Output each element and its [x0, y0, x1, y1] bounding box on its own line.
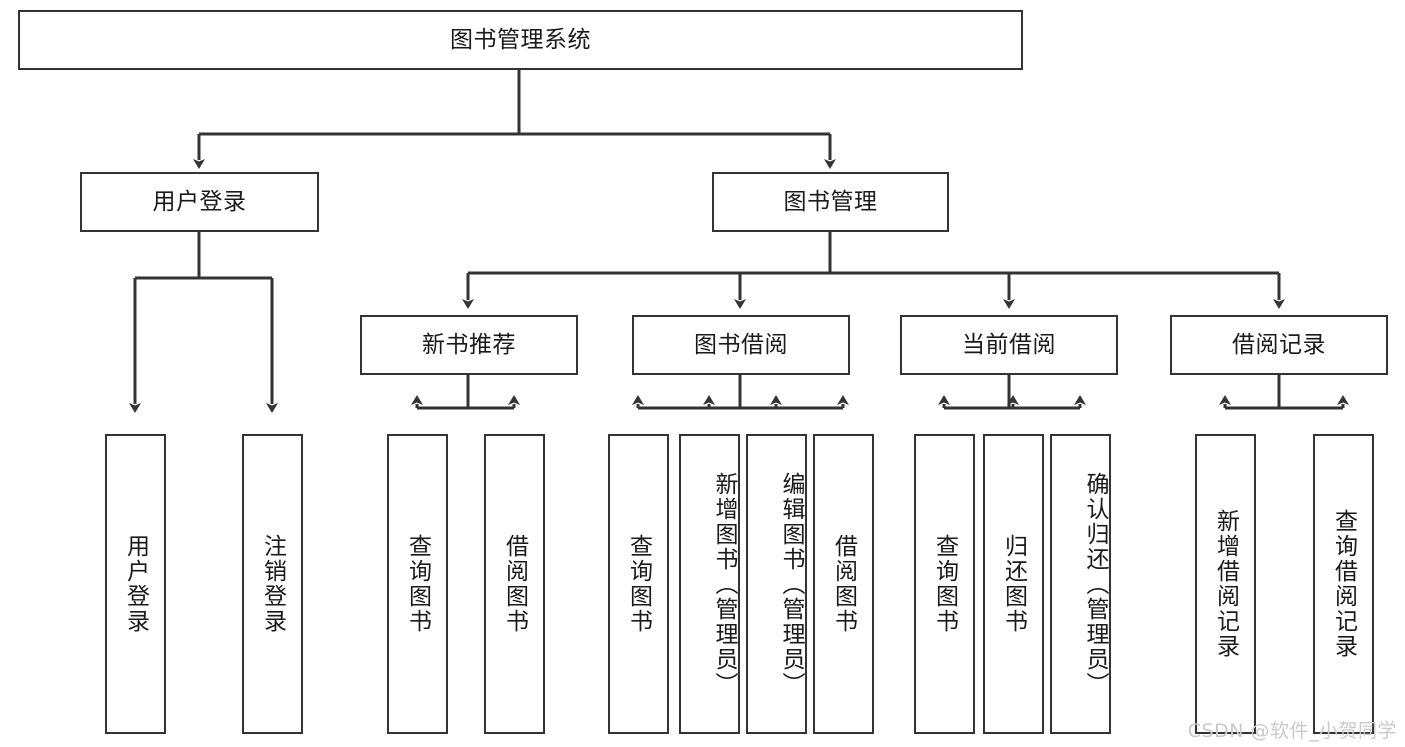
leaf-label: 注销登录	[259, 534, 286, 634]
leaf-current-borrow-query[interactable]: 查询图书	[914, 434, 975, 734]
leaf-label: 查询借阅记录	[1330, 509, 1357, 659]
leaf-label: 编辑图书（管理员）	[778, 471, 804, 697]
leaf-label: 确认归还（管理员）	[1082, 471, 1108, 697]
node-current-borrow-label: 当前借阅	[962, 331, 1056, 358]
node-book-borrow-label: 图书借阅	[694, 331, 788, 358]
watermark: CSDN @软件_小贺同学	[1187, 720, 1397, 742]
leaf-label: 新增图书（管理员）	[711, 471, 737, 697]
node-root-label: 图书管理系统	[450, 26, 591, 53]
node-user-login[interactable]: 用户登录	[80, 172, 319, 232]
leaf-current-borrow-return[interactable]: 归还图书	[983, 434, 1044, 734]
leaf-label: 查询图书	[931, 534, 958, 634]
leaf-book-borrow-borrow[interactable]: 借阅图书	[813, 434, 874, 734]
leaf-book-borrow-edit[interactable]: 编辑图书（管理员）	[746, 434, 807, 734]
node-new-book-recommend-label: 新书推荐	[422, 331, 516, 358]
leaf-borrow-record-add[interactable]: 新增借阅记录	[1195, 434, 1256, 734]
node-root[interactable]: 图书管理系统	[18, 10, 1023, 70]
leaf-book-borrow-add[interactable]: 新增图书（管理员）	[679, 434, 740, 734]
leaf-current-borrow-confirm-return[interactable]: 确认归还（管理员）	[1050, 434, 1111, 734]
leaf-new-book-borrow[interactable]: 借阅图书	[484, 434, 545, 734]
node-book-management[interactable]: 图书管理	[712, 172, 949, 232]
leaf-user-login-login[interactable]: 用户登录	[105, 434, 166, 734]
leaf-label: 查询图书	[625, 534, 652, 634]
node-new-book-recommend[interactable]: 新书推荐	[360, 315, 578, 375]
node-book-management-label: 图书管理	[783, 188, 878, 215]
leaf-label: 借阅图书	[501, 534, 528, 634]
leaf-label: 查询图书	[404, 534, 431, 634]
leaf-borrow-record-query[interactable]: 查询借阅记录	[1313, 434, 1374, 734]
leaf-user-login-logout[interactable]: 注销登录	[242, 434, 303, 734]
node-current-borrow[interactable]: 当前借阅	[900, 315, 1118, 375]
node-book-borrow[interactable]: 图书借阅	[632, 315, 850, 375]
leaf-new-book-query[interactable]: 查询图书	[387, 434, 448, 734]
node-user-login-label: 用户登录	[152, 188, 247, 215]
node-borrow-records-label: 借阅记录	[1232, 331, 1326, 358]
leaf-label: 用户登录	[122, 534, 149, 634]
node-borrow-records[interactable]: 借阅记录	[1170, 315, 1388, 375]
leaf-label: 归还图书	[1000, 534, 1027, 634]
leaf-label: 借阅图书	[830, 534, 857, 634]
leaf-book-borrow-query[interactable]: 查询图书	[608, 434, 669, 734]
leaf-label: 新增借阅记录	[1212, 509, 1239, 659]
